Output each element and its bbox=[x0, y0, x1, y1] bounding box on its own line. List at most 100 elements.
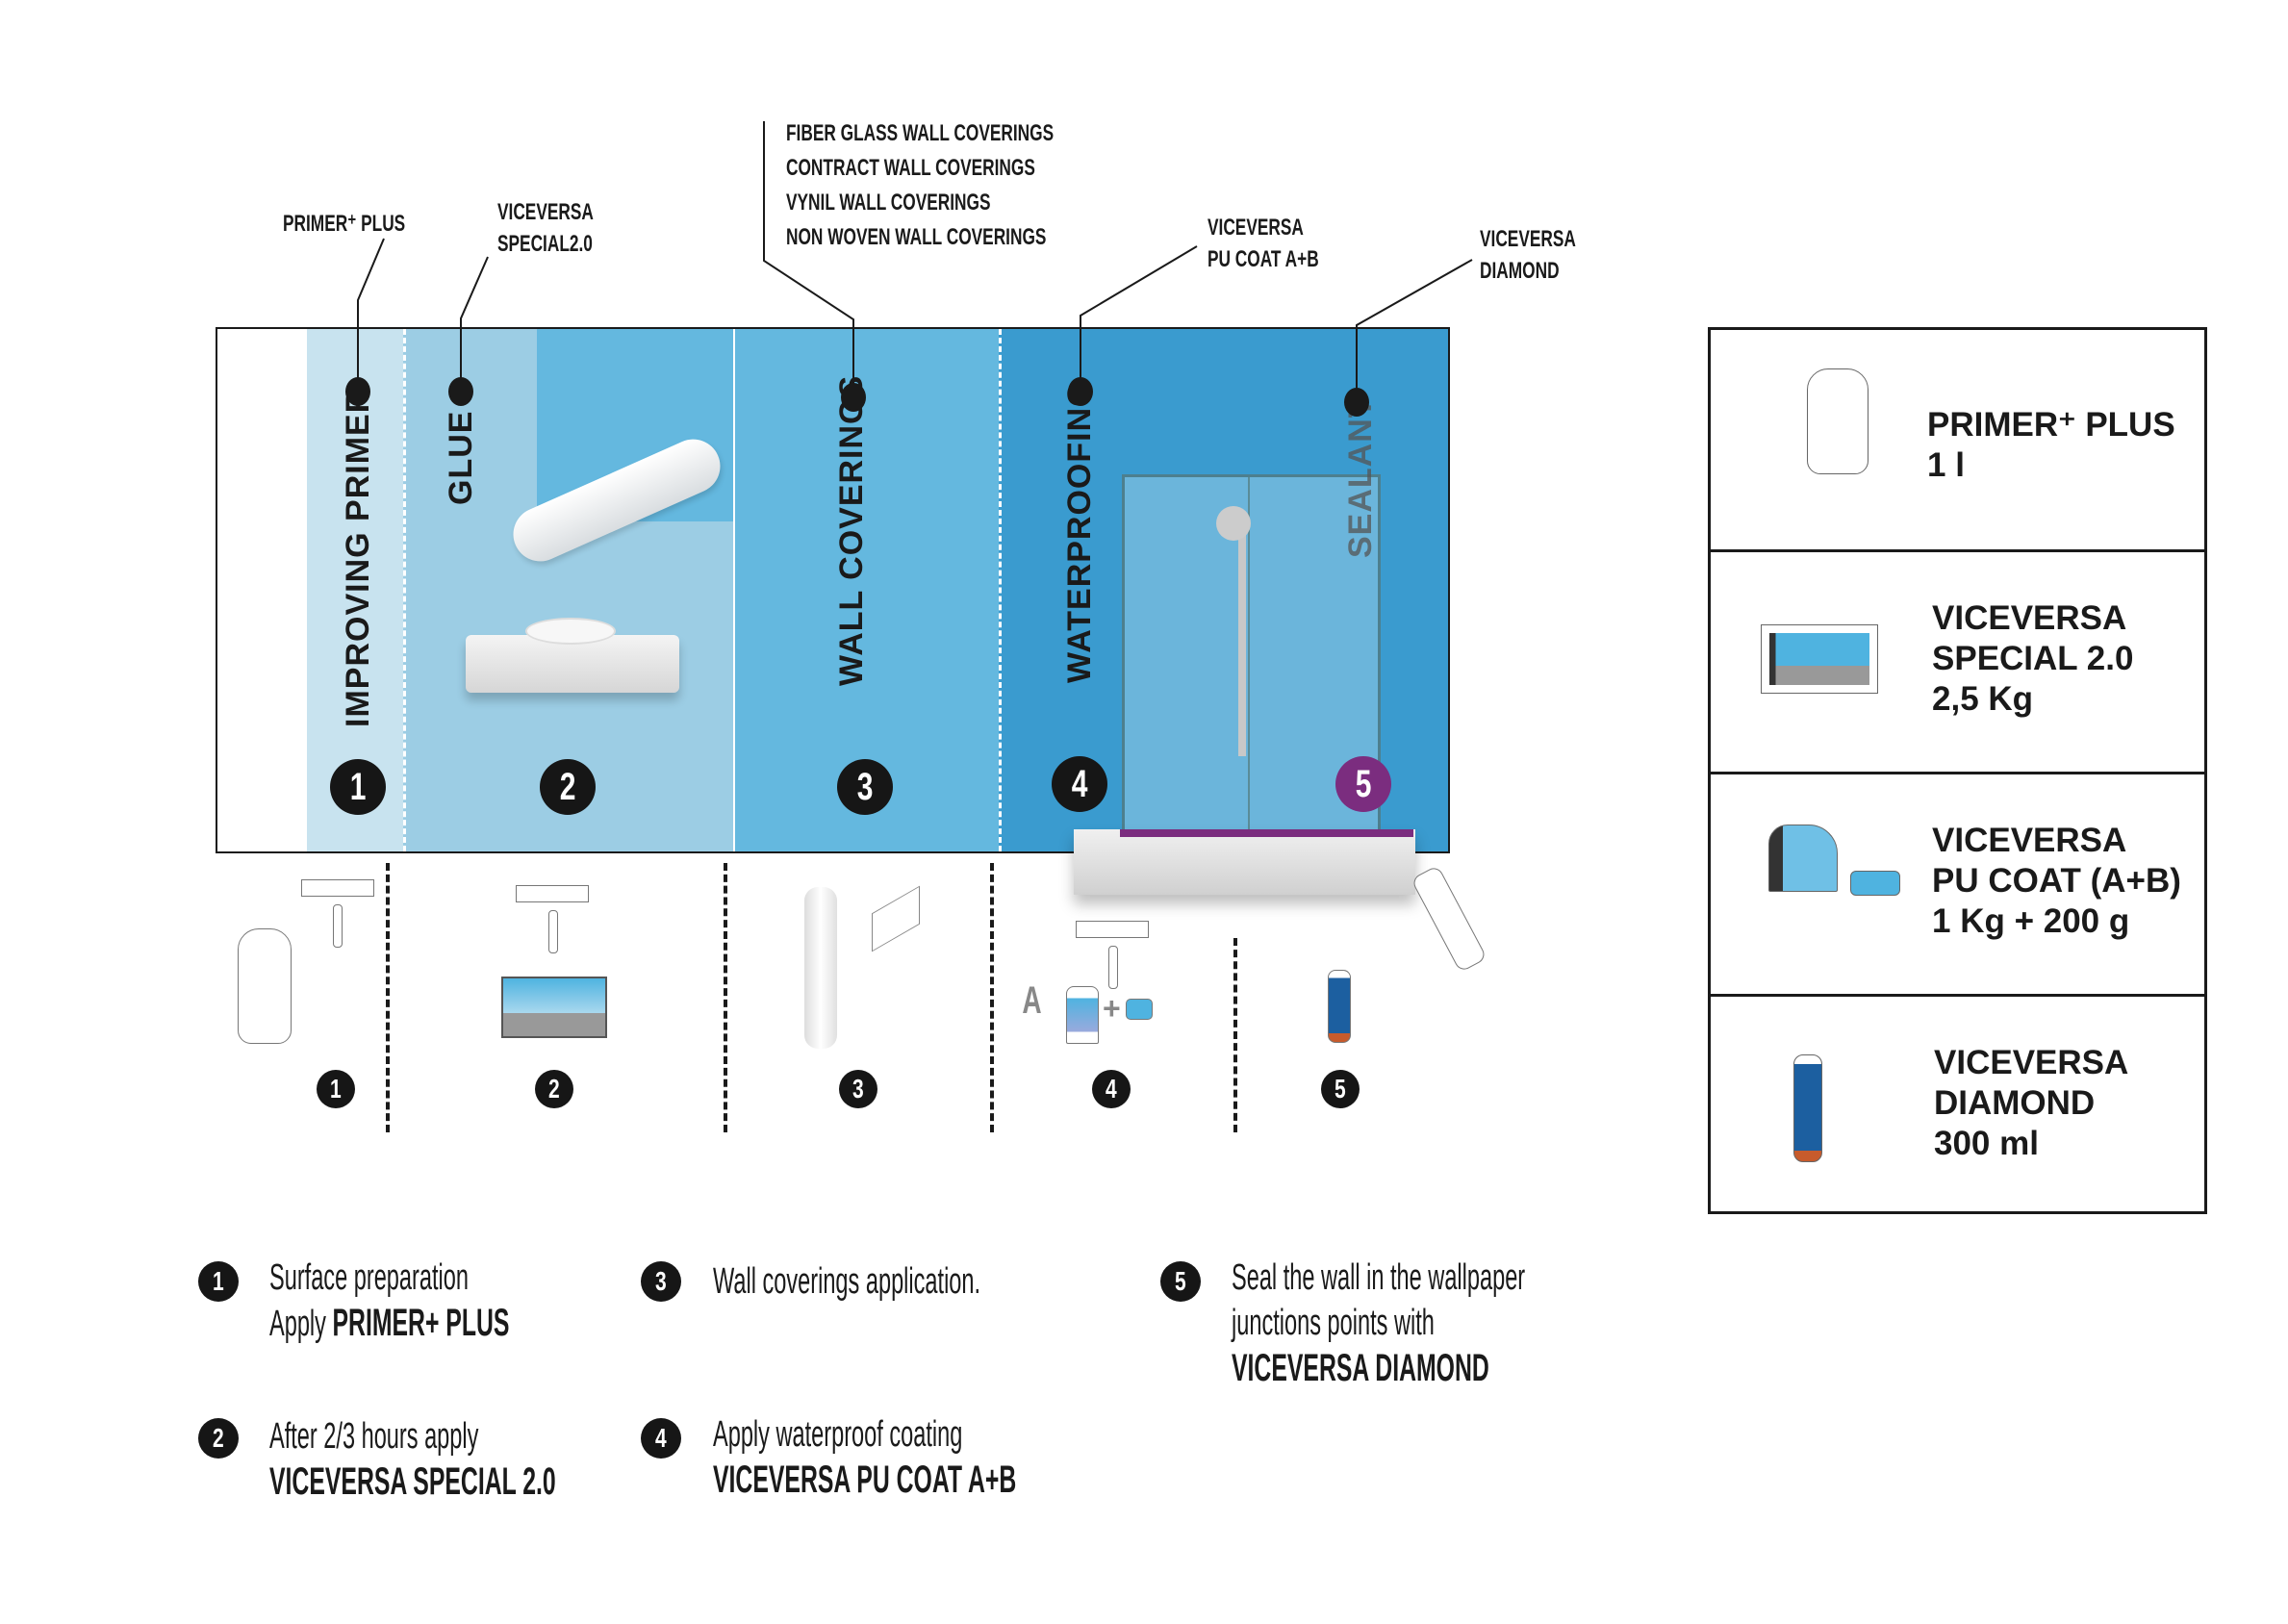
stage-number-3: 3 bbox=[837, 759, 893, 815]
callout-line: NON WOVEN WALL COVERINGS bbox=[786, 224, 1047, 250]
shower-door-seam bbox=[1248, 477, 1250, 851]
primer-bottle-icon bbox=[238, 928, 292, 1044]
legend-number-1: 1 bbox=[198, 1261, 239, 1302]
tools-divider bbox=[990, 863, 994, 1132]
stage-number-4: 4 bbox=[1052, 756, 1107, 812]
callout-line: PU COAT A+B bbox=[1208, 246, 1319, 272]
leader-diamond bbox=[1356, 259, 1473, 400]
tool-number-1: 1 bbox=[317, 1070, 355, 1108]
pu-coat-comp-b-icon bbox=[1126, 999, 1153, 1020]
leader-dot bbox=[1344, 388, 1369, 417]
pu-coat-bottle-icon bbox=[1066, 986, 1099, 1044]
tools-divider bbox=[386, 863, 390, 1132]
product-row-diamond: VICEVERSA DIAMOND 300 ml bbox=[1711, 997, 2204, 1219]
product-row-special: VICEVERSA SPECIAL 2.0 2,5 Kg bbox=[1711, 552, 2204, 774]
callout-line: FIBER GLASS WALL COVERINGS bbox=[786, 120, 1055, 146]
number-text: 2 bbox=[559, 765, 576, 808]
product-name: VICEVERSA bbox=[1932, 822, 2127, 859]
legend-step-3: Wall coverings application. bbox=[713, 1259, 980, 1305]
product-text: VICEVERSA PU COAT (A+B) 1 Kg + 200 g bbox=[1932, 821, 2181, 942]
callout-line: DIAMOND bbox=[1480, 258, 1560, 284]
shower-head-icon bbox=[1216, 506, 1251, 541]
number-text: 2 bbox=[548, 1074, 560, 1104]
leader-pu-coat bbox=[1080, 245, 1198, 390]
legend-prefix: Apply bbox=[269, 1304, 333, 1344]
legend-product: VICEVERSA PU COAT A+B bbox=[713, 1459, 1017, 1501]
wall-diagram bbox=[216, 327, 1450, 853]
shower-tray-icon bbox=[1074, 829, 1415, 895]
number-text: 4 bbox=[1106, 1074, 1117, 1104]
paint-roller-icon bbox=[301, 879, 374, 897]
callout-pu-coat: VICEVERSA PU COAT A+B bbox=[1208, 212, 1319, 275]
number-text: 2 bbox=[213, 1423, 224, 1453]
stage-number-5: 5 bbox=[1335, 756, 1391, 812]
product-size: 300 ml bbox=[1934, 1125, 2039, 1162]
callout-primer-plus: PRIMER⁺ PLUS bbox=[283, 211, 406, 237]
number-text: 5 bbox=[1355, 762, 1372, 805]
product-text: PRIMER⁺ PLUS 1 l bbox=[1927, 405, 2175, 486]
sink-cabinet-icon bbox=[466, 635, 679, 693]
callout-wall-coverings-list: FIBER GLASS WALL COVERINGS CONTRACT WALL… bbox=[786, 116, 1054, 255]
primer-bottle-icon bbox=[1807, 368, 1869, 474]
product-name: VICEVERSA bbox=[1934, 1044, 2129, 1081]
number-text: 5 bbox=[1175, 1266, 1186, 1296]
legend-product: PRIMER+ PLUS bbox=[332, 1302, 510, 1344]
product-name: PRIMER⁺ PLUS bbox=[1927, 406, 2175, 444]
number-text: 3 bbox=[856, 765, 874, 808]
number-text: 1 bbox=[349, 765, 367, 808]
viceversa-special-tub-icon bbox=[1761, 624, 1878, 694]
leader-primer bbox=[357, 238, 385, 390]
legend-step-4: Apply waterproof coating VICEVERSA PU CO… bbox=[713, 1412, 1016, 1504]
diamond-cartridge-icon bbox=[1793, 1054, 1822, 1162]
tool-number-4: 4 bbox=[1092, 1070, 1131, 1108]
sealant-bead bbox=[1120, 829, 1413, 837]
divider bbox=[999, 329, 1002, 851]
legend-line: Apply PRIMER+ PLUS bbox=[269, 1301, 509, 1347]
product-text: VICEVERSA DIAMOND 300 ml bbox=[1934, 1043, 2128, 1164]
tool-number-5: 5 bbox=[1321, 1070, 1360, 1108]
tools-divider bbox=[724, 863, 727, 1132]
sink-bowl-icon bbox=[525, 618, 616, 645]
pu-coat-comp-b-icon bbox=[1850, 871, 1900, 896]
callout-line: CONTRACT WALL COVERINGS bbox=[786, 155, 1035, 181]
callout-line: SPECIAL2.0 bbox=[497, 231, 593, 257]
plus-sign: + bbox=[1103, 991, 1121, 1026]
number-text: 3 bbox=[852, 1074, 864, 1104]
tools-divider bbox=[1233, 938, 1237, 1132]
leader-dot bbox=[1068, 377, 1093, 406]
part-a-label: A bbox=[1022, 979, 1042, 1022]
product-size: 1 l bbox=[1927, 446, 1965, 484]
legend-line: junctions points with bbox=[1232, 1303, 1435, 1343]
legend-line: Seal the wall in the wallpaper bbox=[1232, 1257, 1526, 1298]
tool-number-3: 3 bbox=[839, 1070, 877, 1108]
divider bbox=[733, 329, 735, 851]
stage-number-1: 1 bbox=[330, 759, 386, 815]
callout-line: VICEVERSA bbox=[1208, 215, 1304, 241]
divider bbox=[403, 329, 406, 851]
legend-line: Wall coverings application. bbox=[713, 1261, 981, 1302]
leader-dot bbox=[345, 377, 370, 406]
callout-line: VICEVERSA bbox=[497, 199, 594, 225]
stage-number-2: 2 bbox=[540, 759, 596, 815]
wallcovering-roll-icon bbox=[804, 887, 837, 1049]
legend-line: After 2/3 hours apply bbox=[269, 1416, 479, 1457]
viceversa-special-tub-icon bbox=[501, 977, 607, 1038]
roller-handle bbox=[548, 910, 558, 953]
legend-number-3: 3 bbox=[641, 1261, 681, 1302]
legend-line: Apply waterproof coating bbox=[713, 1414, 963, 1455]
number-text: 1 bbox=[213, 1266, 224, 1296]
paint-roller-icon bbox=[516, 885, 589, 902]
number-text: 4 bbox=[1071, 762, 1088, 805]
diamond-cartridge-icon bbox=[1328, 970, 1351, 1043]
legend-number-5: 5 bbox=[1160, 1261, 1201, 1302]
legend-number-4: 4 bbox=[641, 1418, 681, 1459]
number-text: 3 bbox=[655, 1266, 667, 1296]
product-row-primer: PRIMER⁺ PLUS 1 l bbox=[1711, 330, 2204, 552]
number-text: 1 bbox=[330, 1074, 342, 1104]
legend-product: VICEVERSA SPECIAL 2.0 bbox=[269, 1460, 556, 1503]
tool-number-2: 2 bbox=[535, 1070, 573, 1108]
product-size: 1 Kg + 200 g bbox=[1932, 902, 2130, 940]
product-name: DIAMOND bbox=[1934, 1084, 2096, 1122]
number-text: 5 bbox=[1335, 1074, 1346, 1104]
